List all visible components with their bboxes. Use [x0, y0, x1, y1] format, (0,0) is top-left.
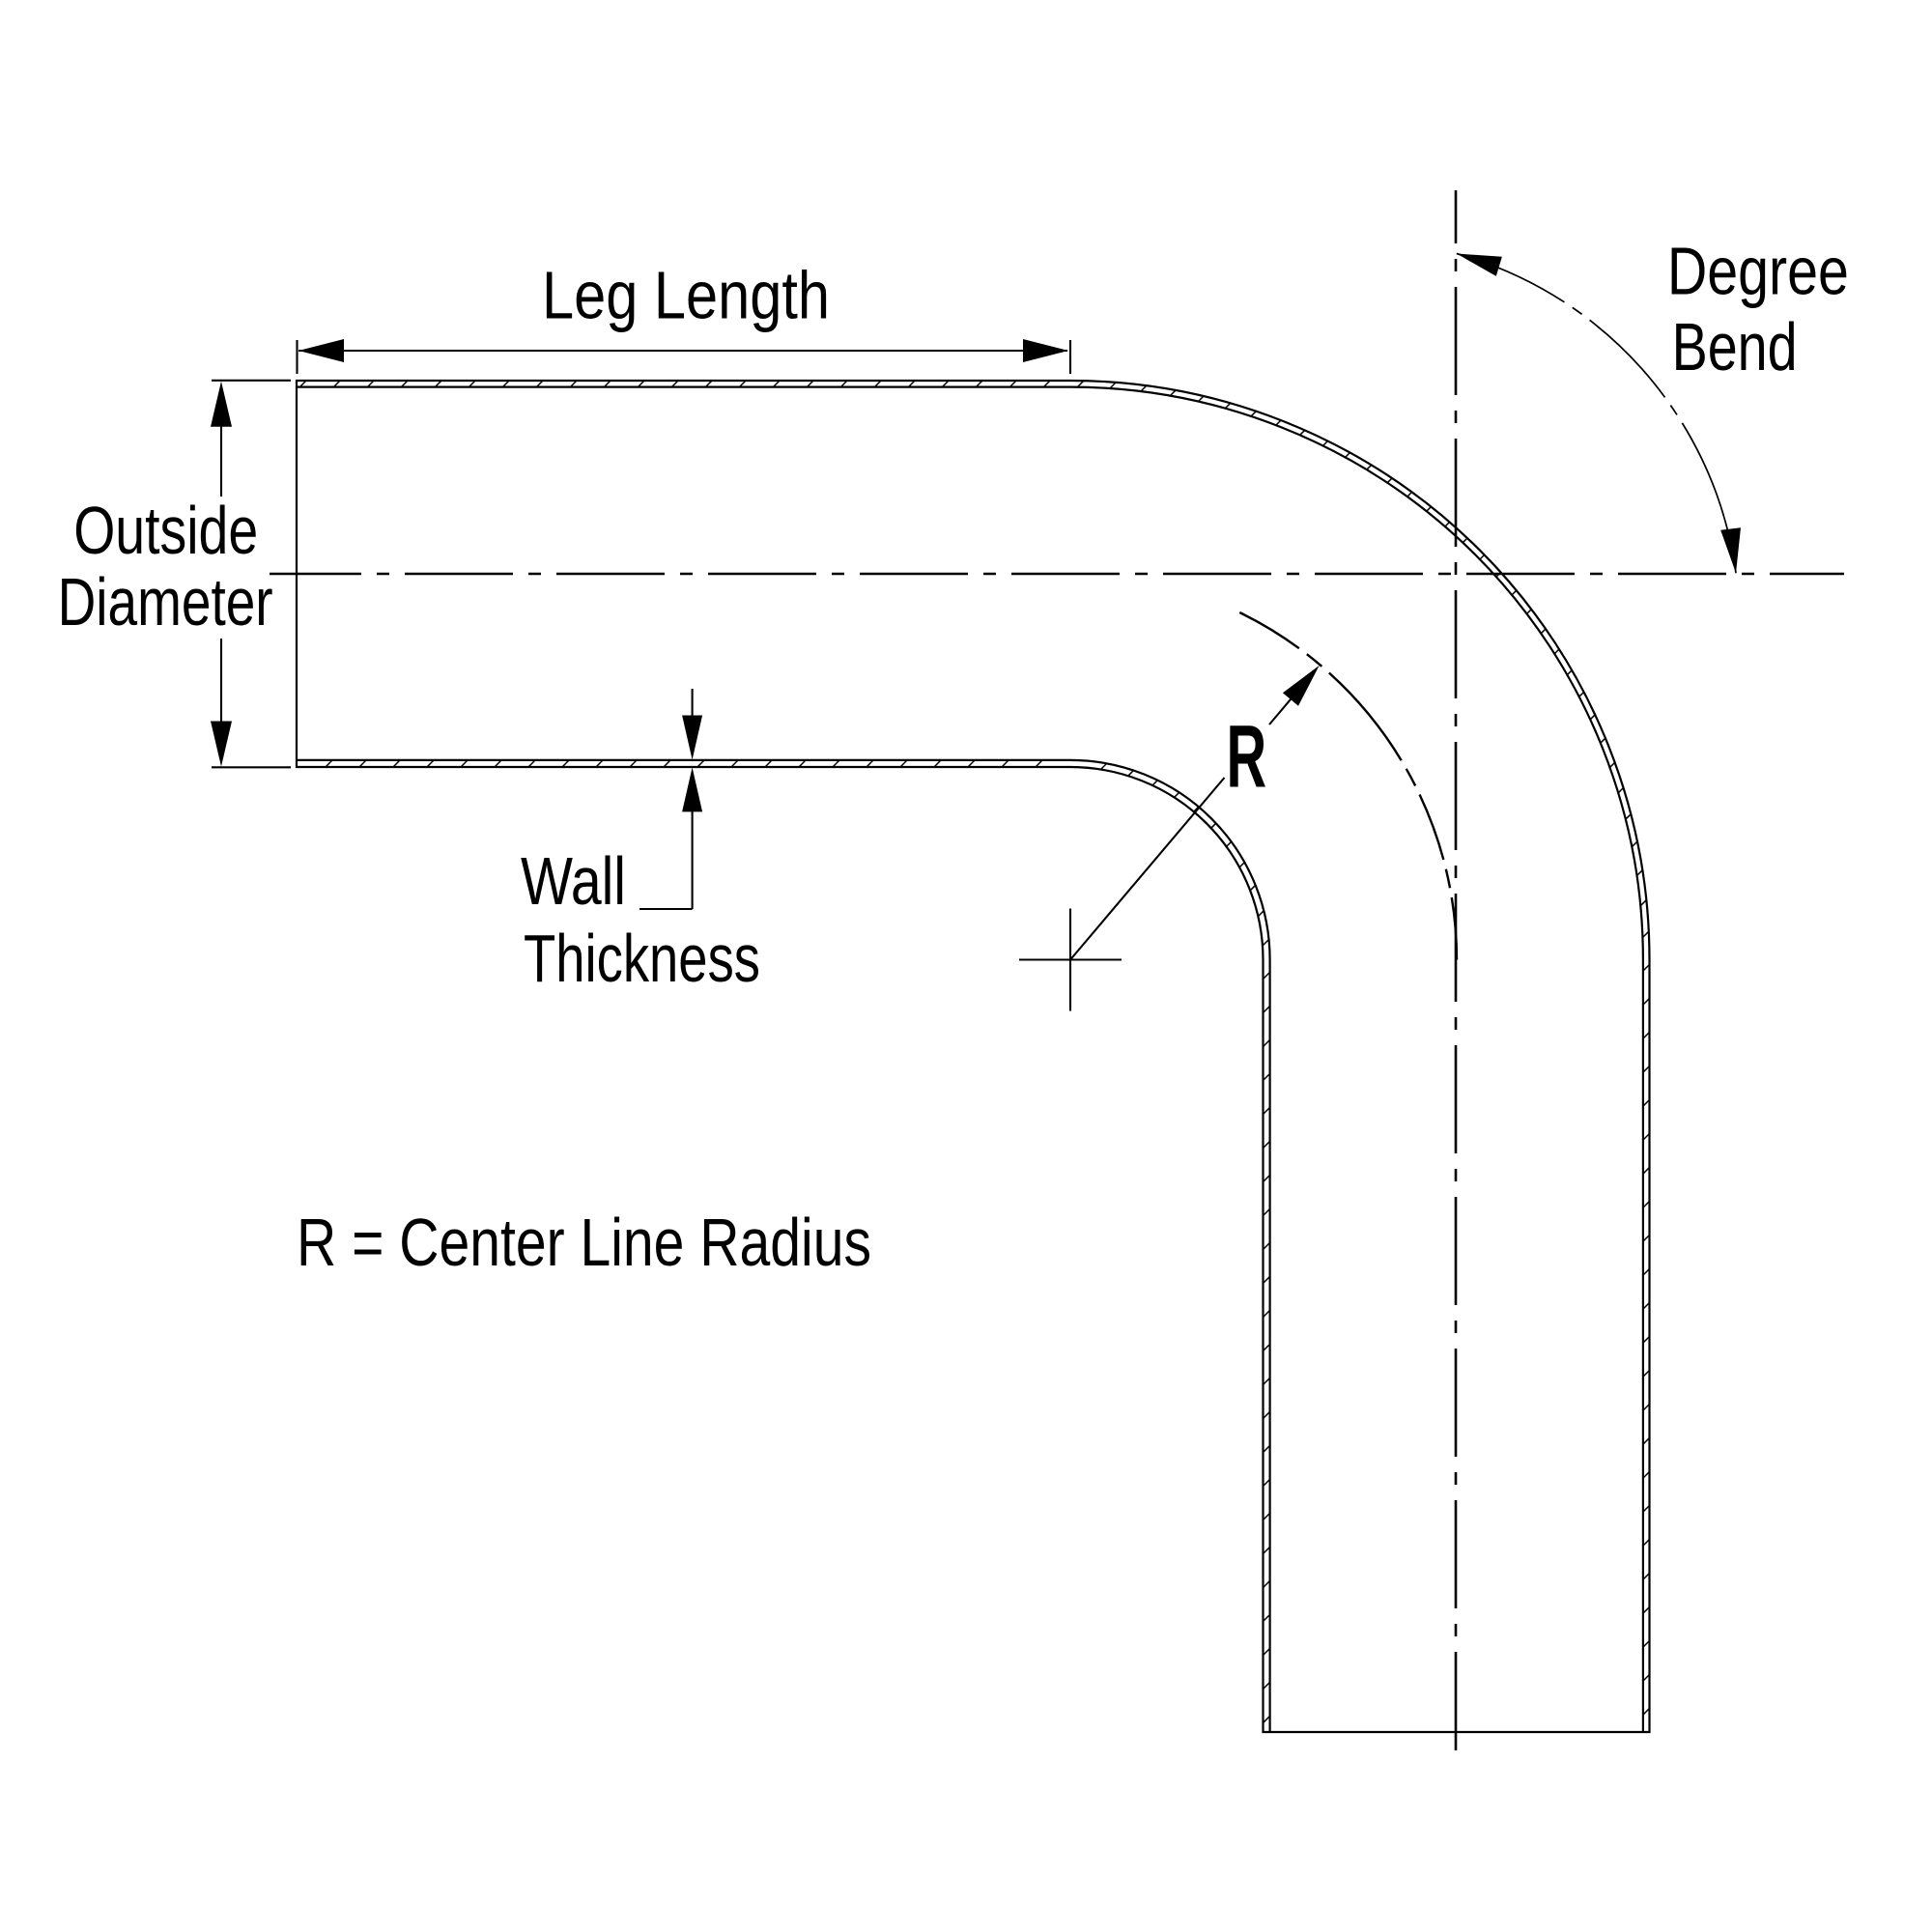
svg-text:Leg Length: Leg Length — [542, 258, 830, 333]
svg-text:R: R — [1227, 708, 1267, 807]
svg-text:Outside: Outside — [73, 493, 258, 568]
svg-text:Wall: Wall — [521, 843, 626, 919]
svg-text:Degree: Degree — [1667, 234, 1849, 309]
svg-text:R = Center Line Radius: R = Center Line Radius — [297, 1205, 871, 1280]
svg-text:Diameter: Diameter — [58, 564, 273, 639]
svg-text:Thickness: Thickness — [524, 921, 760, 996]
svg-text:Bend: Bend — [1672, 309, 1798, 384]
